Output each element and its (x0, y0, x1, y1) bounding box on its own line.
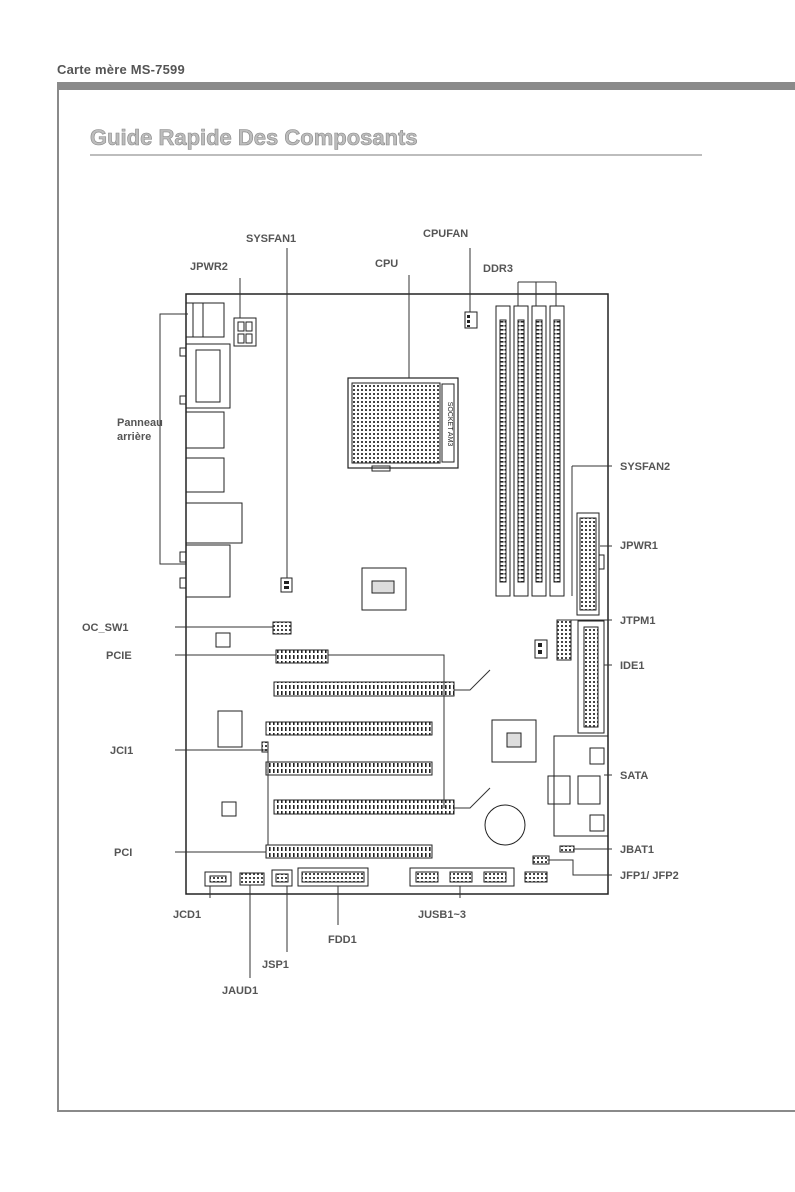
label-ddr3: DDR3 (483, 263, 513, 275)
label-jfp: JFP1/ JFP2 (620, 870, 679, 882)
cmos-battery (485, 805, 525, 845)
label-panneau: Panneau (117, 417, 163, 429)
label-jci1: JCI1 (110, 745, 133, 757)
label-pcie: PCIE (106, 650, 132, 662)
label-arriere: arrière (117, 431, 151, 443)
label-cpufan: CPUFAN (423, 228, 468, 240)
label-jpwr2: JPWR2 (190, 261, 228, 273)
label-fdd1: FDD1 (328, 934, 357, 946)
label-ide1: IDE1 (620, 660, 644, 672)
label-jtpm1: JTPM1 (620, 615, 655, 627)
label-sysfan1: SYSFAN1 (246, 233, 296, 245)
label-sysfan2: SYSFAN2 (620, 461, 670, 473)
pci-slot-3 (266, 845, 432, 858)
label-jbat1: JBAT1 (620, 844, 654, 856)
pci-slot-1 (266, 722, 432, 735)
jaud1-header (240, 873, 264, 885)
jtpm1-header (557, 620, 571, 660)
pci-slot-2 (266, 762, 432, 775)
jbat1-jumper (560, 846, 574, 852)
oc-sw1-switch (273, 622, 291, 634)
cpu-socket-text: SOCKET AM3 (446, 402, 453, 447)
label-cpu: CPU (375, 258, 398, 270)
cpu-socket: SOCKET AM3 (348, 378, 458, 471)
label-jpwr1: JPWR1 (620, 540, 658, 552)
label-jcd1: JCD1 (173, 909, 201, 921)
label-jsp1: JSP1 (262, 959, 289, 971)
label-pci: PCI (114, 847, 132, 859)
label-jaud1: JAUD1 (222, 985, 258, 997)
label-jusb: JUSB1~3 (418, 909, 466, 921)
label-oc-sw1: OC_SW1 (82, 622, 128, 634)
pcie-x1-slot (276, 650, 328, 663)
label-sata: SATA (620, 770, 648, 782)
